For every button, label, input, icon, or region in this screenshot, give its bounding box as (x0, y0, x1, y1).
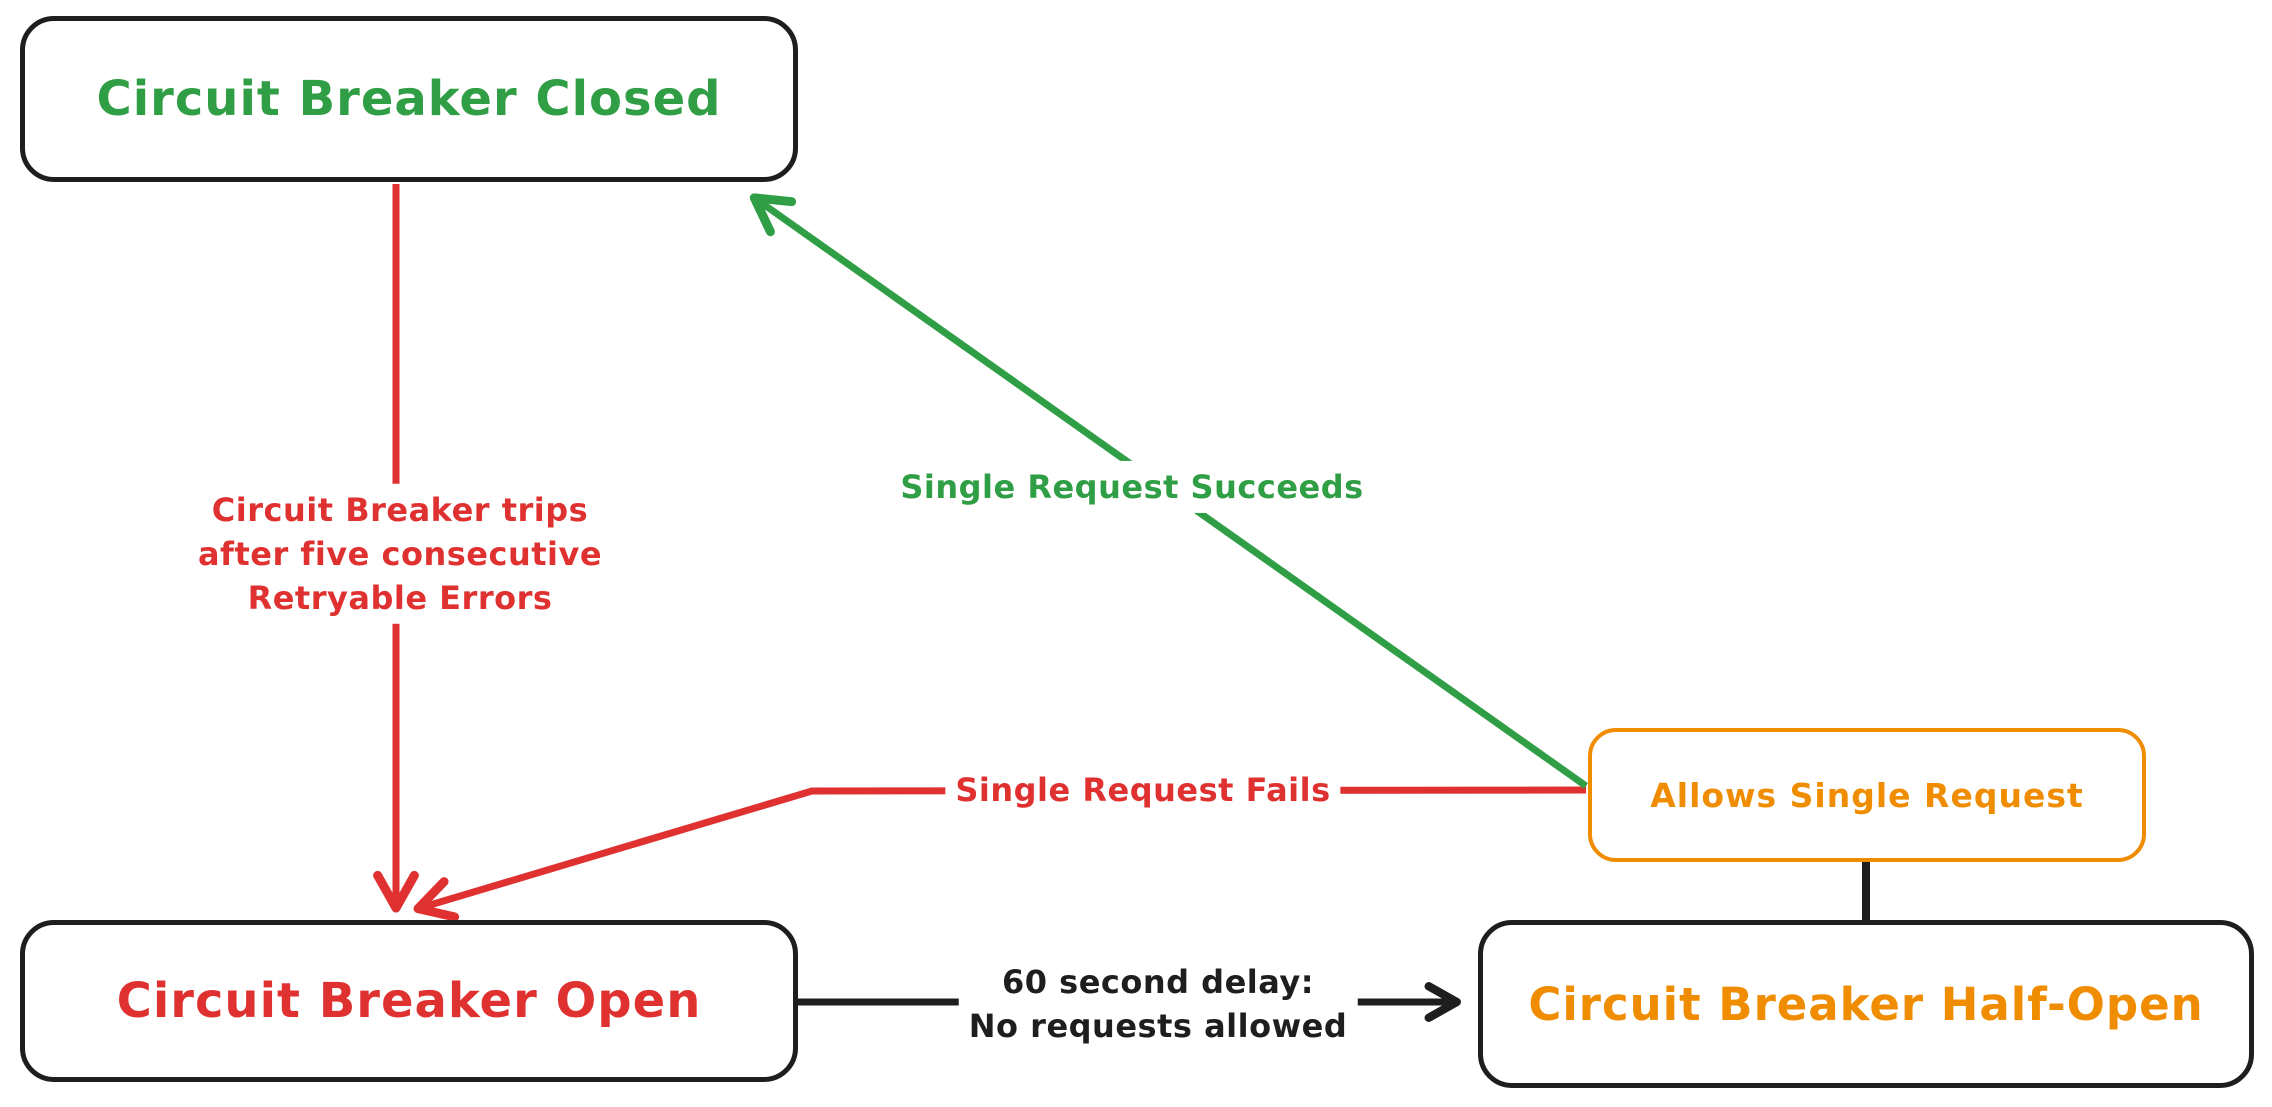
node-circuit-breaker-closed: Circuit Breaker Closed (20, 16, 798, 182)
node-open-label: Circuit Breaker Open (116, 973, 702, 1029)
edge-label-trips-line-3: Retryable Errors (247, 579, 553, 618)
edge-label-trips-line-2: after five consecutive (197, 534, 603, 573)
edge-label-trips-line-1: Circuit Breaker trips (211, 490, 589, 529)
edge-label-delay: 60 second delay: No requests allowed (958, 955, 1358, 1053)
node-closed-label: Circuit Breaker Closed (96, 71, 722, 127)
node-circuit-breaker-open: Circuit Breaker Open (20, 920, 798, 1082)
node-half-open-label: Circuit Breaker Half-Open (1528, 977, 2204, 1031)
node-circuit-breaker-half-open: Circuit Breaker Half-Open (1478, 920, 2254, 1088)
edge-label-succeeds: Single Request Succeeds (890, 460, 1374, 514)
edge-label-delay-line-1: 60 second delay: (1001, 962, 1315, 1001)
node-allows-label: Allows Single Request (1650, 775, 2084, 815)
edge-label-trips: Circuit Breaker trips after five consecu… (187, 483, 613, 625)
edge-label-fails: Single Request Fails (945, 763, 1341, 817)
edge-label-delay-line-2: No requests allowed (968, 1007, 1348, 1045)
node-allows-single-request: Allows Single Request (1588, 728, 2146, 862)
